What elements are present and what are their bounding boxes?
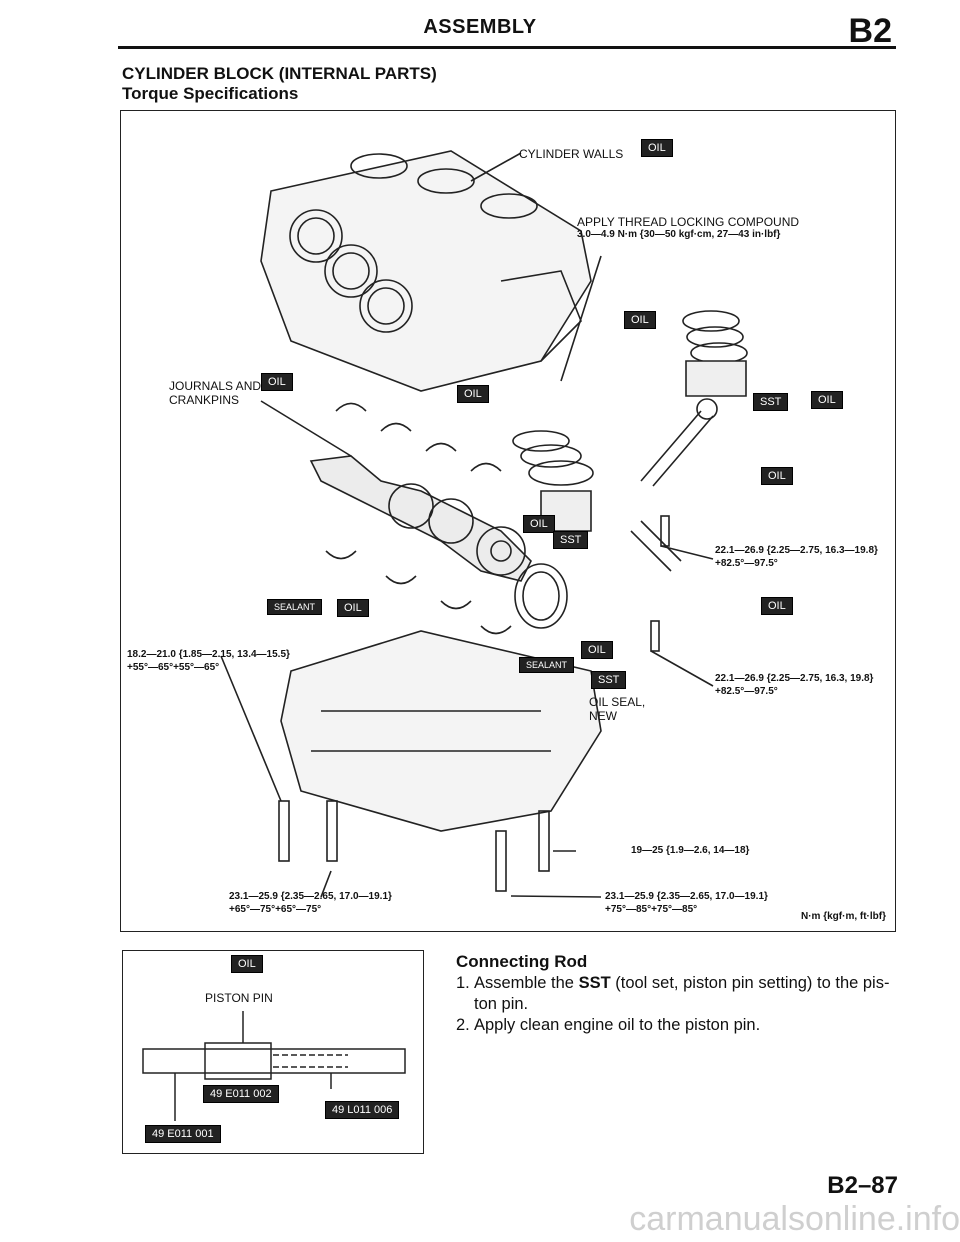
torque-rod-upper-2: +82.5°—97.5° bbox=[715, 558, 778, 569]
section-subtitle: Torque Specifications bbox=[122, 84, 299, 103]
step-text: Apply clean engine oil to the piston pin… bbox=[474, 1016, 761, 1034]
oil-icon: OIL bbox=[581, 641, 613, 659]
sealant-badge: SEALANT bbox=[519, 657, 575, 673]
label-journals: JOURNALS AND bbox=[169, 379, 262, 393]
step-number: 1. bbox=[456, 974, 470, 992]
oil-icon: OIL bbox=[811, 391, 843, 409]
torque-rod-lower-2: +82.5°—97.5° bbox=[715, 686, 778, 697]
tool-badge-49e011001: 49 E011 001 bbox=[145, 1125, 221, 1143]
step-1: 1. Assemble the SST (tool set, piston pi… bbox=[456, 973, 896, 1015]
tool-badge-49l011006: 49 L011 006 bbox=[325, 1101, 400, 1119]
step-bold-text: SST bbox=[578, 974, 611, 992]
torque-bedplate-1: 18.2—21.0 {1.85—2.15, 13.4—15.5} bbox=[127, 649, 290, 660]
torque-side-bolt: 19—25 {1.9—2.6, 14—18} bbox=[631, 845, 750, 856]
step-2: 2. Apply clean engine oil to the piston … bbox=[456, 1015, 896, 1036]
header-rule bbox=[118, 46, 896, 49]
oil-icon: OIL bbox=[624, 311, 656, 329]
oil-icon: OIL bbox=[523, 515, 555, 533]
unit-note: N·m {kgf·m, ft·lbf} bbox=[801, 911, 886, 922]
step-text: Assemble the bbox=[474, 974, 579, 992]
oil-icon: OIL bbox=[337, 599, 369, 617]
sst-badge: SST bbox=[553, 531, 589, 549]
label-thread-locking: APPLY THREAD LOCKING COMPOUND bbox=[577, 215, 800, 229]
label-piston-pin: PISTON PIN bbox=[205, 991, 273, 1005]
torque-bedplate-2: +55°—65°+55°—65° bbox=[127, 662, 220, 673]
oil-icon: OIL bbox=[761, 597, 793, 615]
page-header-title: ASSEMBLY bbox=[423, 16, 537, 38]
oil-icon: OIL bbox=[261, 373, 293, 391]
piston-pin-figure: OIL PISTON PIN 49 E011 002 49 L011 006 4… bbox=[122, 950, 424, 1154]
connecting-rod-title: Connecting Rod bbox=[456, 952, 588, 971]
step-text: (tool set, piston pin setting) to the pi… bbox=[474, 974, 890, 1013]
watermark: carmanualsonline.info bbox=[629, 1200, 960, 1238]
torque-main-bolt-left-2: +65°—75°+65°—75° bbox=[229, 904, 322, 915]
torque-rod-lower-1: 22.1—26.9 {2.25—2.75, 16.3, 19.8} bbox=[715, 673, 874, 684]
step-number: 2. bbox=[456, 1016, 470, 1034]
sst-badge: SST bbox=[753, 393, 789, 411]
oil-icon: OIL bbox=[641, 139, 673, 157]
oil-icon: OIL bbox=[457, 385, 489, 403]
piston-pin-drawing bbox=[142, 1011, 406, 1121]
label-oil-seal: OIL SEAL, bbox=[589, 695, 646, 709]
exploded-view-figure: CYLINDER WALLS APPLY THREAD LOCKING COMP… bbox=[120, 110, 896, 932]
label-crankpins: CRANKPINS bbox=[169, 393, 240, 407]
oil-icon: OIL bbox=[231, 955, 263, 973]
torque-rod-upper-1: 22.1—26.9 {2.25—2.75, 16.3—19.8} bbox=[715, 545, 878, 556]
tool-badge-49e011002: 49 E011 002 bbox=[203, 1085, 279, 1103]
section-code: B2 bbox=[848, 12, 892, 50]
page-number: B2–87 bbox=[827, 1172, 898, 1199]
torque-main-bolt-left-1: 23.1—25.9 {2.35—2.65, 17.0—19.1} bbox=[229, 891, 392, 902]
oil-icon: OIL bbox=[761, 467, 793, 485]
torque-main-bolt-right-2: +75°—85°+75°—85° bbox=[605, 904, 698, 915]
label-oil-seal-new: NEW bbox=[589, 709, 617, 723]
connecting-rod-steps: 1. Assemble the SST (tool set, piston pi… bbox=[456, 973, 896, 1036]
torque-thread-locking: 3.0—4.9 N·m {30—50 kgf·cm, 27—43 in·lbf} bbox=[577, 229, 781, 240]
section-title: CYLINDER BLOCK (INTERNAL PARTS) bbox=[122, 64, 437, 83]
torque-main-bolt-right-1: 23.1—25.9 {2.35—2.65, 17.0—19.1} bbox=[605, 891, 768, 902]
label-cylinder-walls: CYLINDER WALLS bbox=[519, 147, 624, 161]
exploded-view-drawing bbox=[220, 150, 748, 898]
sealant-badge: SEALANT bbox=[267, 599, 323, 615]
sst-badge: SST bbox=[591, 671, 627, 689]
